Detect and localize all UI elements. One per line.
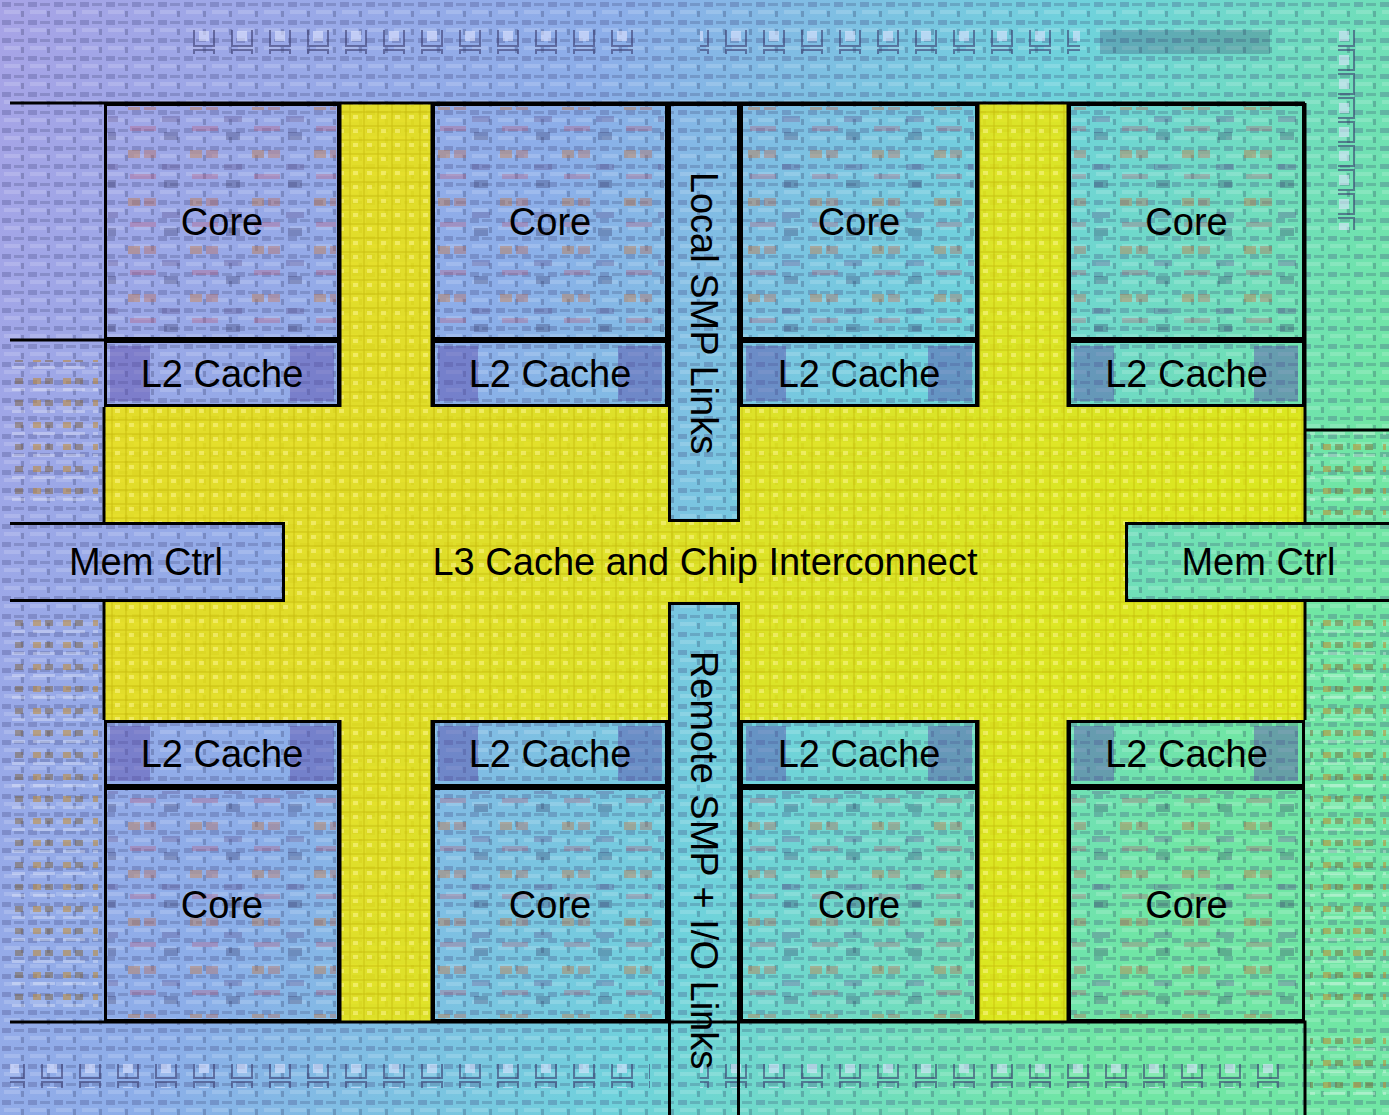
io-circuitry xyxy=(1310,615,1386,1015)
smp-link-band: Local SMP Links xyxy=(668,103,740,522)
l2-cache-box: L2 Cache xyxy=(104,340,340,407)
core-box: Core xyxy=(104,103,340,340)
region-label: Mem Ctrl xyxy=(1181,543,1335,581)
outline xyxy=(1305,103,1389,430)
region-label: Core xyxy=(818,886,900,924)
io-circuitry xyxy=(12,615,98,1015)
region-label: L2 Cache xyxy=(469,735,632,773)
l3-texture xyxy=(978,720,1068,1022)
l3-texture xyxy=(340,103,432,407)
core-box: Core xyxy=(1068,103,1305,340)
core-texture xyxy=(108,791,336,1018)
l2-cache-box: L2 Cache xyxy=(1068,340,1305,407)
io-pads xyxy=(10,1064,650,1088)
region-label: Core xyxy=(509,203,591,241)
region-label: Core xyxy=(509,886,591,924)
l3-cache-region: L3 Cache and Chip Interconnect xyxy=(285,522,1125,602)
outline xyxy=(10,339,104,342)
region-label: L2 Cache xyxy=(778,735,941,773)
io-pads xyxy=(1100,30,1270,54)
region-label: L2 Cache xyxy=(141,355,304,393)
core-box: Core xyxy=(104,787,340,1022)
io-pads xyxy=(700,30,1080,54)
smp-link-band: Remote SMP + I/O Links xyxy=(668,602,740,1115)
l3-strip xyxy=(978,720,1068,1022)
l2-cache-box: L2 Cache xyxy=(1068,720,1305,787)
region-label: Core xyxy=(1145,886,1227,924)
core-box: Core xyxy=(740,787,978,1022)
io-circuitry xyxy=(1310,430,1386,515)
core-box: Core xyxy=(740,103,978,340)
io-circuitry xyxy=(1310,1030,1386,1100)
core-box: Core xyxy=(432,103,668,340)
region-label: Mem Ctrl xyxy=(69,543,223,581)
memory-controller-box: Mem Ctrl xyxy=(1125,522,1389,602)
region-label: L2 Cache xyxy=(778,355,941,393)
core-texture xyxy=(1072,107,1301,336)
core-texture xyxy=(1072,791,1301,1018)
core-texture xyxy=(436,791,664,1018)
l2-cache-box: L2 Cache xyxy=(740,720,978,787)
region-label: L2 Cache xyxy=(1105,355,1268,393)
core-texture xyxy=(108,107,336,336)
l3-strip xyxy=(340,103,432,407)
io-pads xyxy=(700,1064,1280,1088)
l2-cache-box: L2 Cache xyxy=(432,340,668,407)
region-label: Core xyxy=(181,886,263,924)
l3-texture xyxy=(978,103,1068,407)
l3-strip xyxy=(978,103,1068,407)
core-texture xyxy=(436,107,664,336)
io-pads xyxy=(1338,30,1368,230)
io-pads xyxy=(190,30,646,54)
core-box: Core xyxy=(432,787,668,1022)
region-label: L3 Cache and Chip Interconnect xyxy=(432,543,977,581)
l2-cache-box: L2 Cache xyxy=(432,720,668,787)
region-label: Remote SMP + I/O Links xyxy=(685,651,723,1070)
core-box: Core xyxy=(1068,787,1305,1022)
memory-controller-box: Mem Ctrl xyxy=(10,522,285,602)
outline xyxy=(10,1022,1305,1115)
region-label: Local SMP Links xyxy=(685,171,723,453)
core-texture xyxy=(744,107,974,336)
region-label: L2 Cache xyxy=(469,355,632,393)
region-label: Core xyxy=(1145,203,1227,241)
io-circuitry xyxy=(12,360,98,510)
region-label: L2 Cache xyxy=(1105,735,1268,773)
region-outlines xyxy=(10,103,1389,1115)
l3-strip xyxy=(340,720,432,1022)
region-label: Core xyxy=(818,203,900,241)
region-label: L2 Cache xyxy=(141,735,304,773)
l2-cache-box: L2 Cache xyxy=(104,720,340,787)
l2-cache-box: L2 Cache xyxy=(740,340,978,407)
l3-texture xyxy=(340,720,432,1022)
region-label: Core xyxy=(181,203,263,241)
core-texture xyxy=(744,791,974,1018)
